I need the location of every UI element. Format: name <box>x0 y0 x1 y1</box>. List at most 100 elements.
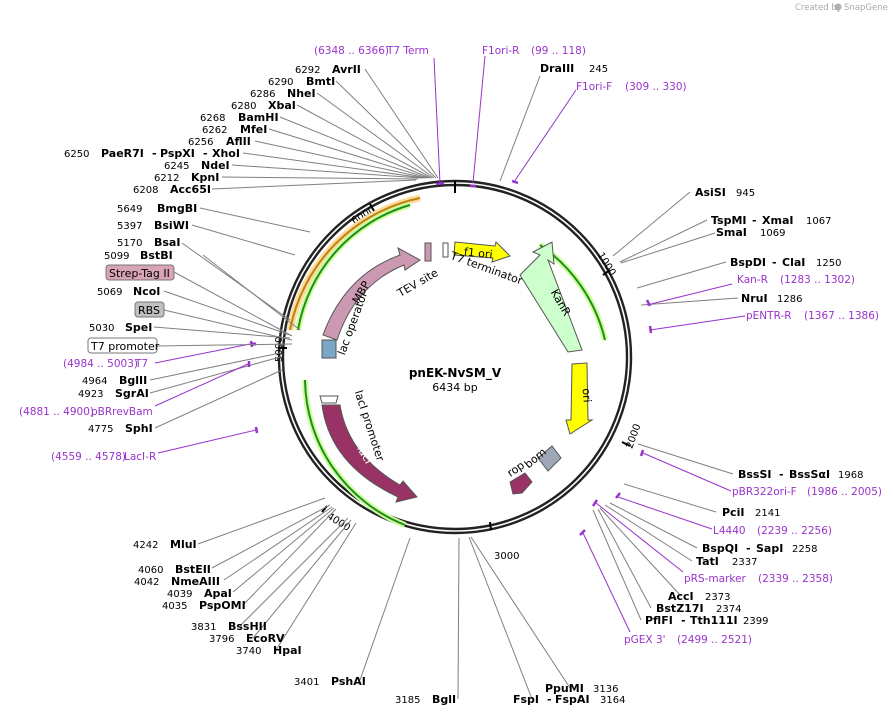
primer-name: pBR322ori-F <box>732 486 797 498</box>
enzyme-name: HpaI <box>273 644 302 657</box>
enzyme-name: KpnI <box>191 171 219 184</box>
primer-T7[interactable]: (4984 .. 5003)T7 <box>63 358 148 370</box>
enzyme-pos: 3831 <box>191 622 216 633</box>
enzyme-pos: 4042 <box>134 577 159 588</box>
enzyme-pos: 1286 <box>777 294 802 305</box>
enzyme-pos: 4035 <box>162 601 187 612</box>
primer-range: (1986 .. 2005) <box>807 486 882 498</box>
enzyme-KpnI[interactable]: 6212 KpnI <box>154 171 219 184</box>
tick-6000 <box>369 203 375 212</box>
enzyme-pos: 2399 <box>743 616 768 627</box>
primer-range: (4984 .. 5003) <box>63 358 138 370</box>
tev-site-marker <box>424 242 432 262</box>
svg-text:-: - <box>746 542 751 555</box>
primer-range: (2239 .. 2256) <box>757 525 832 537</box>
feature-t7-promoter[interactable]: T7 promoter <box>87 337 160 354</box>
feature-strep-tag-ii[interactable]: Strep-Tag II <box>105 264 175 281</box>
primer-name: pBRrevBam <box>91 406 153 418</box>
svg-text:-: - <box>203 147 208 160</box>
feature-rbs[interactable]: RBS <box>134 301 165 318</box>
enzyme-pos: 5397 <box>117 221 142 232</box>
enzyme-alt-name: Tth111I <box>690 614 738 627</box>
primer-range: (2339 .. 2358) <box>758 573 833 585</box>
primer-LacI-R[interactable]: (4559 .. 4578)LacI-R <box>51 451 156 463</box>
primer-pBRrevBam[interactable]: (4881 .. 4900)pBRrevBam <box>19 406 153 418</box>
primer-pENTR-R[interactable]: pENTR-R(1367 .. 1386) <box>746 310 879 322</box>
bom-marker <box>537 445 562 472</box>
enzyme-pos: 1968 <box>838 470 863 481</box>
primer-pRS-marker[interactable]: pRS-marker(2339 .. 2358) <box>684 573 833 585</box>
tick-2000 <box>621 441 631 447</box>
enzyme-pos: 6212 <box>154 173 179 184</box>
enzyme-name: BamHI <box>238 111 279 124</box>
primer-name: F1ori-R <box>482 45 519 57</box>
enzyme-pos: 5030 <box>89 323 114 334</box>
primer-F1ori-F[interactable]: F1ori-F(309 .. 330) <box>576 81 687 93</box>
enzyme-leader-lines <box>149 68 739 700</box>
primer-pBR322ori-F[interactable]: pBR322ori-F (1986 .. 2005) <box>732 486 882 498</box>
enzyme-pos: 4923 <box>78 389 103 400</box>
enzyme-SgrAI[interactable]: 4923 SgrAI <box>78 387 149 400</box>
tick-label-2000: 2000 <box>624 423 643 451</box>
primer-L4440[interactable]: L4440(2239 .. 2256) <box>713 525 832 537</box>
primer-Kan-R[interactable]: Kan-R(1283 .. 1302) <box>737 274 855 286</box>
tick-label-5000: 5000 <box>274 337 285 362</box>
enzyme-name: SgrAI <box>115 387 149 400</box>
enzyme-pos: 1250 <box>816 258 841 269</box>
snapgene-logo-icon <box>834 3 842 11</box>
enzyme-name: PaeR7I <box>101 147 144 160</box>
enzyme-name: BsaI <box>154 236 180 249</box>
primer-pGEX-3[interactable]: pGEX 3'(2499 .. 2521) <box>624 634 752 646</box>
tick-label-3000: 3000 <box>494 551 519 562</box>
primer-T7-Term[interactable]: (6348 .. 6366)T7 Term <box>314 45 429 57</box>
primer-name: pENTR-R <box>746 310 792 322</box>
enzyme-pos: 5649 <box>117 204 142 215</box>
primer-F1ori-R[interactable]: F1ori-R(99 .. 118) <box>482 45 586 57</box>
primer-name: T7 Term <box>386 45 429 57</box>
primer-range: (309 .. 330) <box>625 81 687 93</box>
